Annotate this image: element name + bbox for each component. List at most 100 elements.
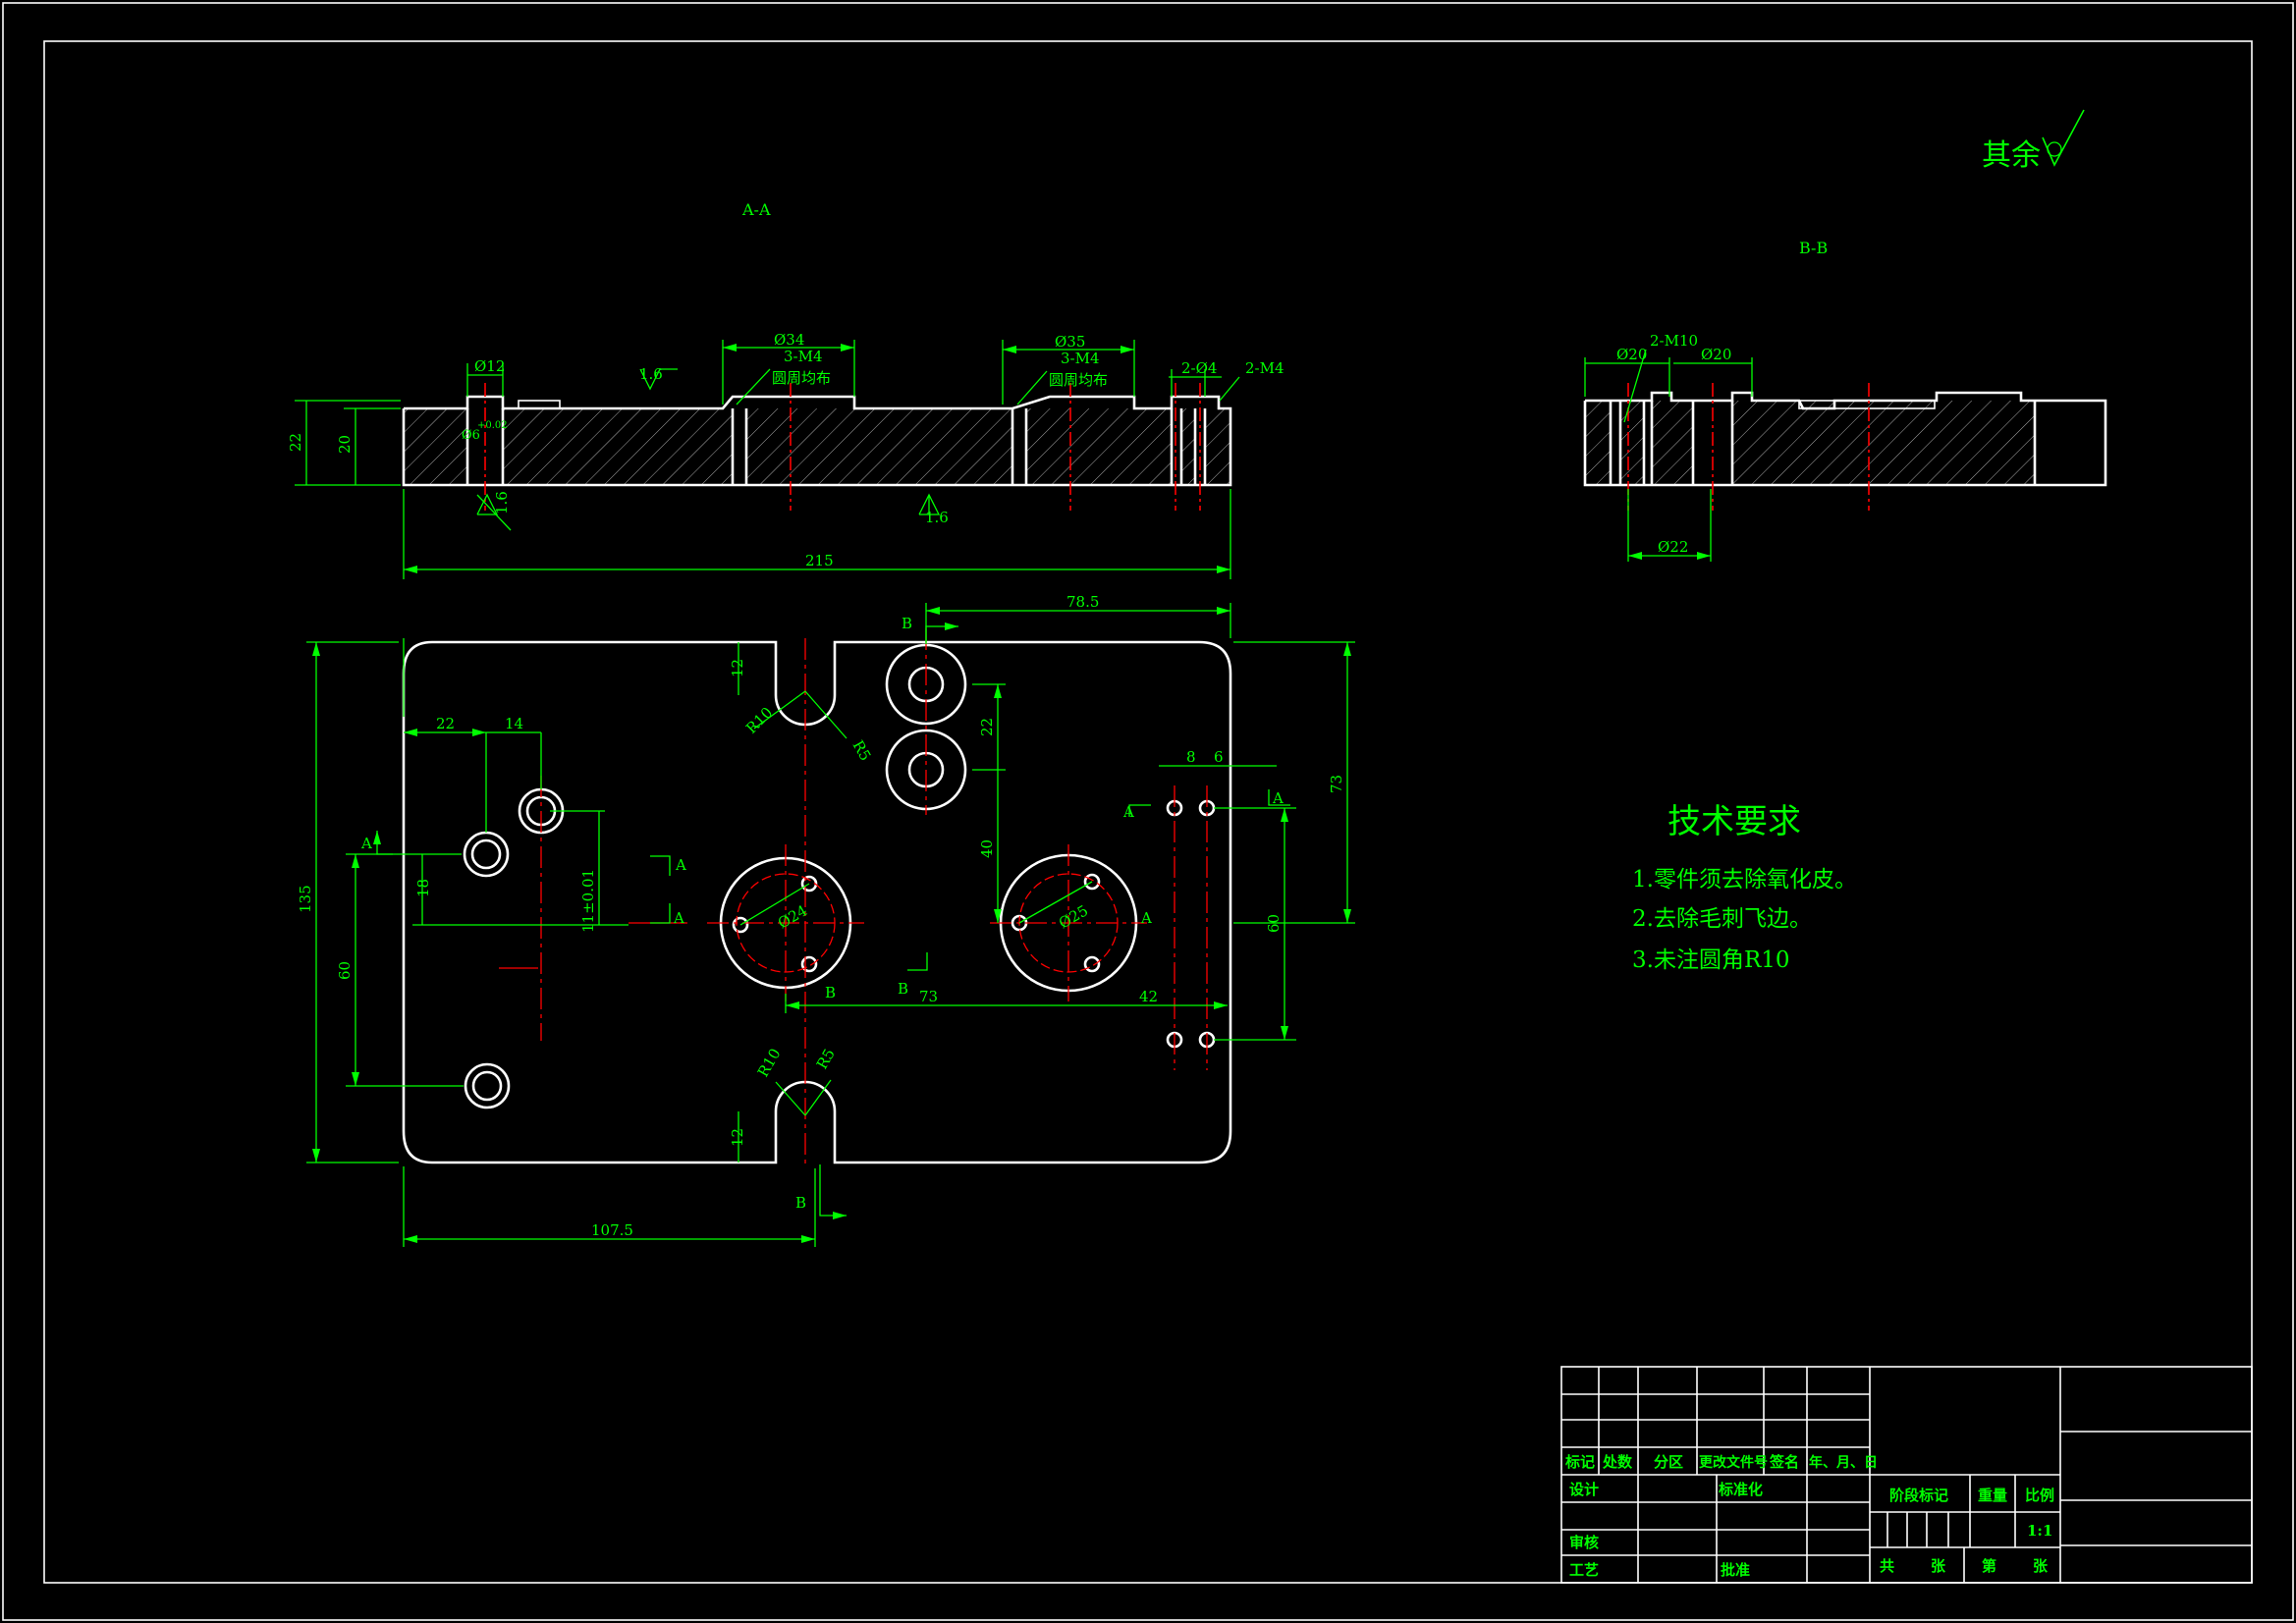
cut-label-a-right3: A bbox=[1140, 909, 1152, 927]
dim-215: 215 bbox=[805, 552, 834, 569]
roughness-note: 其余 bbox=[1982, 109, 2085, 173]
dim-r5-bottom: R5 bbox=[813, 1046, 839, 1072]
section-bb-dimensions: 2-M10 Ø20 Ø20 Ø22 bbox=[1584, 332, 1753, 562]
cut-marker-a-left: A bbox=[360, 831, 393, 855]
cut-label-b-mid: B bbox=[898, 980, 908, 998]
label-even-b: 圆周均布 bbox=[1049, 371, 1108, 389]
section-aa-view bbox=[402, 383, 1232, 511]
dim-d6: Ø6 bbox=[462, 428, 480, 443]
dim-135: 135 bbox=[297, 885, 314, 913]
plan-view bbox=[402, 628, 1232, 1168]
technical-requirements: 技术要求 1.零件须去除氧化皮。 2.去除毛刺飞边。 3.未注圆角R10 bbox=[1632, 802, 1857, 973]
dim-14: 14 bbox=[505, 715, 523, 732]
dim-22-left: 22 bbox=[436, 715, 455, 732]
dim-12-bottom: 12 bbox=[729, 1128, 746, 1147]
dim-22-height: 22 bbox=[287, 433, 304, 452]
plan-dimensions: 135 60 18 11±0.01 22 14 107.5 bbox=[297, 593, 1355, 1247]
dim-d35: Ø35 bbox=[1055, 333, 1085, 351]
dim-107-5: 107.5 bbox=[591, 1221, 633, 1239]
tb-date: 年、月、日 bbox=[1809, 1454, 1878, 1471]
cut-marker-b-mid: B B bbox=[825, 952, 928, 1001]
cut-marker-b-top: B bbox=[902, 615, 958, 642]
tb-review: 审核 bbox=[1569, 1534, 1599, 1551]
requirements-title: 技术要求 bbox=[1667, 802, 1801, 841]
cut-label-a-left: A bbox=[360, 835, 372, 852]
cut-marker-a-right: A A A bbox=[1122, 789, 1290, 927]
tb-mark: 标记 bbox=[1564, 1453, 1595, 1471]
dim-r10-bottom: R10 bbox=[754, 1046, 785, 1080]
tb-total: 共 bbox=[1880, 1557, 1894, 1575]
dim-6: 6 bbox=[1214, 748, 1224, 766]
dim-40: 40 bbox=[978, 839, 996, 858]
cut-marker-a-mid: A A bbox=[650, 855, 686, 927]
roughness-check-icon bbox=[2042, 109, 2085, 167]
label-3-m4-b: 3-M4 bbox=[1061, 350, 1100, 367]
dim-r5-top: R5 bbox=[849, 737, 875, 764]
requirement-item: 2.去除毛刺飞边。 bbox=[1632, 906, 1812, 932]
dim-d12: Ø12 bbox=[474, 357, 505, 375]
cut-label-a-right1: A bbox=[1122, 803, 1134, 821]
cut-label-a-right2: A bbox=[1272, 789, 1284, 807]
dim-20-height: 20 bbox=[336, 435, 354, 454]
label-3-m4-a: 3-M4 bbox=[784, 348, 823, 365]
label-2-m4: 2-M4 bbox=[1245, 359, 1285, 377]
section-bb-view bbox=[1583, 383, 2107, 511]
tb-scale-value: 1:1 bbox=[2027, 1522, 2052, 1540]
tb-weight: 重量 bbox=[1978, 1487, 2007, 1504]
dim-deviation: +0.02 bbox=[477, 420, 508, 431]
view-label-bb: B-B bbox=[1799, 239, 1828, 257]
tb-doc-no: 更改文件号 bbox=[1699, 1454, 1768, 1471]
dim-bb-d22: Ø22 bbox=[1658, 538, 1688, 556]
dim-73-horizontal: 73 bbox=[919, 988, 938, 1005]
dim-11-tol: 11±0.01 bbox=[579, 869, 597, 933]
dim-60-left: 60 bbox=[336, 961, 354, 980]
dim-d25: Ø25 bbox=[1056, 901, 1091, 932]
view-label-aa: A-A bbox=[741, 200, 771, 219]
label-even-a: 圆周均布 bbox=[772, 369, 831, 387]
tb-stage-mark: 阶段标记 bbox=[1889, 1487, 1948, 1504]
tb-design: 设计 bbox=[1569, 1481, 1599, 1498]
dim-12-top: 12 bbox=[729, 659, 746, 677]
cut-label-a-mid: A bbox=[675, 856, 686, 874]
dim-r10-top: R10 bbox=[742, 704, 776, 737]
roughness-circle-icon bbox=[2047, 141, 2062, 157]
requirement-item: 3.未注圆角R10 bbox=[1632, 947, 1790, 973]
tb-standardize: 标准化 bbox=[1718, 1481, 1763, 1498]
roughness-rest-label: 其余 bbox=[1982, 138, 2041, 173]
tb-sheet-no: 第 bbox=[1982, 1557, 1996, 1575]
cut-label-b-mid2: B bbox=[825, 984, 836, 1001]
dim-bb-d20-a: Ø20 bbox=[1616, 346, 1647, 363]
dim-78-5: 78.5 bbox=[1066, 593, 1099, 611]
label-2-phi4: 2-Ø4 bbox=[1181, 359, 1217, 377]
tb-process: 工艺 bbox=[1569, 1561, 1599, 1579]
label-2-m10: 2-M10 bbox=[1650, 332, 1698, 350]
dim-73-vertical: 73 bbox=[1328, 775, 1345, 793]
tb-scale: 比例 bbox=[2025, 1487, 2054, 1504]
dim-8: 8 bbox=[1186, 748, 1196, 766]
tb-sheets: 张 bbox=[1931, 1557, 1946, 1575]
tb-zone: 分区 bbox=[1654, 1453, 1683, 1471]
dim-d34: Ø34 bbox=[774, 331, 804, 349]
roughness-aa-left: 1.6 bbox=[493, 491, 511, 514]
dim-bb-d20-b: Ø20 bbox=[1701, 346, 1731, 363]
roughness-aa-bottom: 1.6 bbox=[925, 509, 949, 526]
roughness-aa-top: 1.6 bbox=[639, 365, 663, 383]
cut-label-b-bottom: B bbox=[795, 1194, 806, 1212]
requirement-item: 1.零件须去除氧化皮。 bbox=[1632, 867, 1857, 893]
dim-60-right: 60 bbox=[1265, 914, 1283, 933]
inner-frame bbox=[43, 40, 2253, 1584]
tb-count: 处数 bbox=[1602, 1453, 1633, 1471]
dim-22-vertical: 22 bbox=[978, 718, 996, 736]
cut-marker-b-bottom: B bbox=[795, 1164, 847, 1219]
tb-signature: 签名 bbox=[1769, 1453, 1799, 1471]
dim-42: 42 bbox=[1139, 988, 1158, 1005]
tb-approve: 批准 bbox=[1721, 1561, 1750, 1579]
tb-sheet-unit: 张 bbox=[2033, 1557, 2049, 1575]
cut-label-a-mid2: A bbox=[673, 909, 684, 927]
cut-label-b-top: B bbox=[902, 615, 912, 632]
section-aa-dimensions: 215 22 20 Ø12 Ø6 +0.02 1.6 1.6 1.6 Ø34 3 bbox=[287, 331, 1285, 579]
dim-18: 18 bbox=[414, 879, 432, 897]
title-block: 标记 处数 分区 更改文件号 签名 年、月、日 设计 标准化 阶段标记 重量 比… bbox=[1560, 1366, 2253, 1584]
